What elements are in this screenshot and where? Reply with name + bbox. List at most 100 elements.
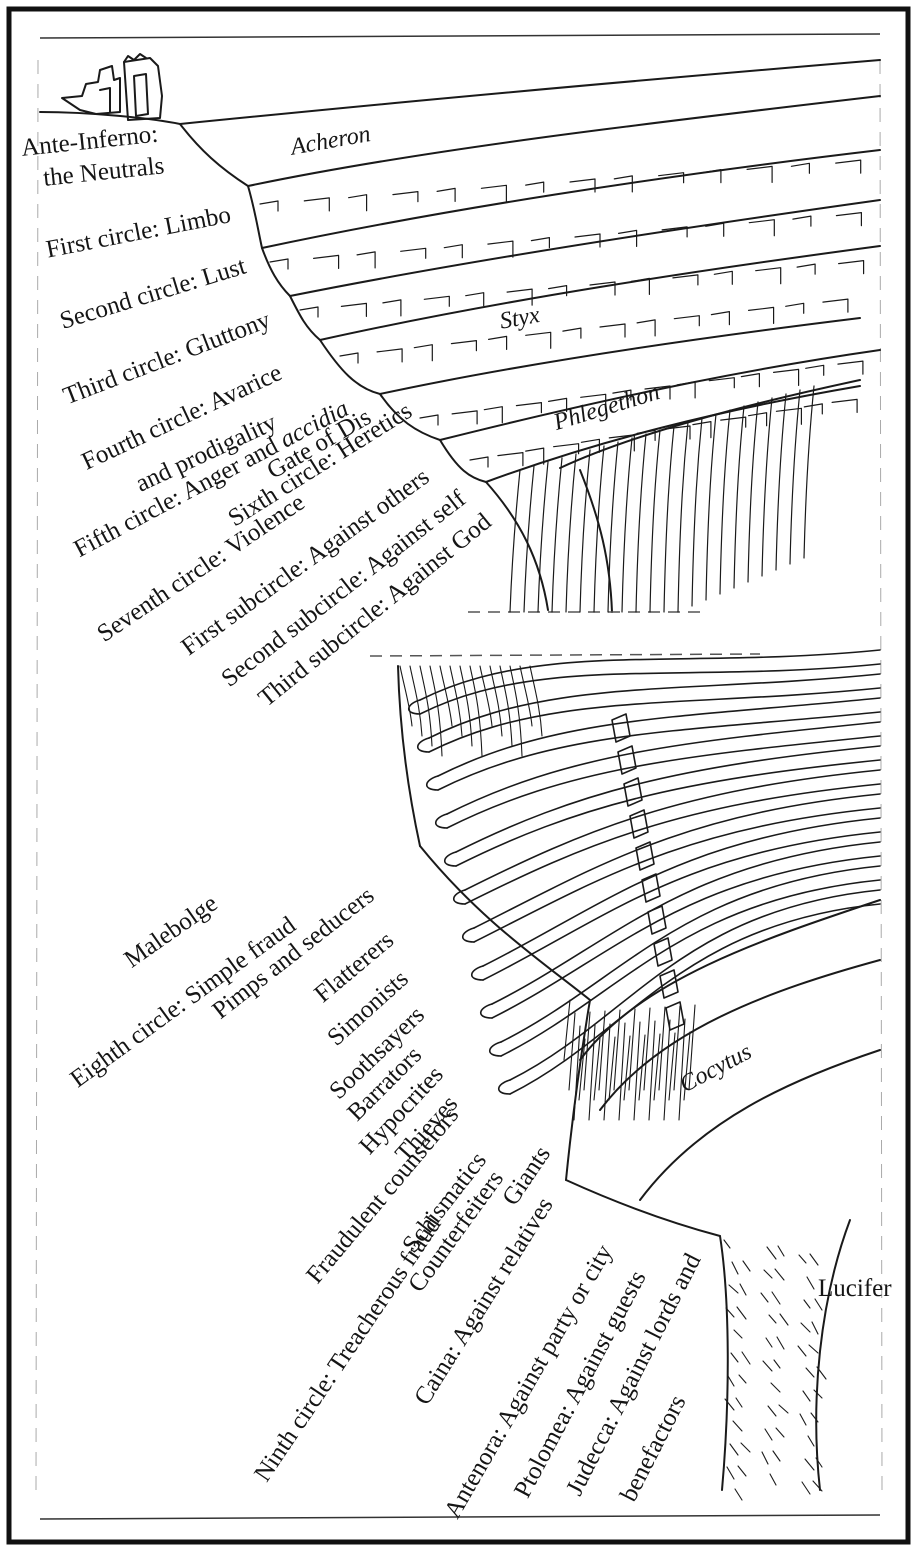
terrace-stroke [741,374,759,387]
terrace-stroke [401,248,426,258]
lucifer-stroke [732,1262,738,1274]
terrace-stroke [488,241,513,257]
bolgia-ring [465,770,880,890]
terrace-stroke [481,185,506,201]
cliff-stroke [706,414,716,600]
pit-wall-stroke [619,1023,625,1120]
terrace-stroke [349,195,367,211]
bridge [630,810,648,838]
bolgia-ring [456,746,880,852]
pit-wall-stroke [664,1020,670,1120]
cliff-stroke [734,406,744,588]
pit-wall-stroke [564,1000,570,1060]
lucifer-stroke [728,1376,734,1386]
terrace-stroke [300,307,318,317]
bolgia-ring [474,794,880,928]
cliff-stroke [748,402,758,582]
terrace-stroke [804,404,822,414]
cliff-stroke [510,470,520,612]
cliff-stroke [790,390,800,564]
pit-wall-stroke [609,1037,615,1100]
pit-wall-stroke [649,1021,655,1120]
terrace-stroke [340,353,358,363]
lucifer-stroke [733,1421,742,1431]
bolgia-ring [420,650,880,700]
lucifer-stroke [768,1406,776,1416]
pit-wall-stroke [594,1038,600,1100]
bridge [666,1002,684,1030]
lucifer-stroke [798,1346,806,1356]
terrace-stroke [304,198,329,211]
cliff-stroke [650,430,660,612]
terrace-stroke [260,201,278,211]
terrace-stroke [563,328,581,338]
bolgia-mouth [490,1042,501,1056]
lucifer-stroke [735,1489,742,1500]
bolgia-ring-inner [456,760,880,866]
terrace-stroke [452,411,477,424]
lucifer-stroke [736,1398,742,1407]
top-rule [40,34,880,38]
terrace-stroke [437,188,455,201]
terrace-stroke [838,361,863,374]
bridge [624,778,642,806]
lucifer-stroke [776,1428,784,1437]
terrace-stroke [786,303,804,313]
lucifer-stroke [771,1383,780,1392]
terrace-stroke [498,453,523,466]
terrace-stroke [357,252,375,268]
lucifer-stroke [740,1284,746,1295]
terrace-stroke [832,399,857,412]
lucifer-stroke [806,1368,814,1377]
terrace-stroke [470,457,488,467]
cliff-stroke [636,434,646,612]
bolgia-mouth [436,814,447,828]
terrace-stroke [793,216,811,226]
terrace-stroke [674,316,699,326]
bolgia-ring-inner [447,736,880,828]
bolgia-mouth [454,890,465,904]
terrace-stroke [526,448,544,464]
terrace-stroke [414,345,432,361]
lucifer-stroke [803,1391,810,1401]
bolgia-ring [501,866,880,1042]
terrace-stroke [341,303,366,316]
label-lucifer: Lucifer [818,1276,892,1301]
bridge [660,970,678,998]
lucifer-stroke [778,1246,784,1256]
pit-wall-stroke [599,1011,605,1090]
terrace-stroke [823,299,848,312]
terrace-stroke [270,259,288,269]
terrace-stroke [836,160,861,173]
terrace-stroke [451,341,476,351]
terrace-stroke [424,296,449,306]
terrace-stroke [714,271,732,284]
lucifer-stroke [801,1323,810,1332]
lucifer-stroke [764,1270,772,1278]
terrace-stroke [703,170,721,183]
terrace-stroke [806,365,824,375]
lucifer-stroke [724,1240,730,1248]
terrace-stroke [444,245,462,258]
lucifer-stroke [773,1451,780,1461]
terrace-stroke [516,403,541,413]
lucifer-stroke [804,1300,810,1308]
terrace-stroke [393,192,418,202]
terrace-stroke [637,320,655,336]
lucifer-stroke [765,1429,772,1440]
terrace-stroke [377,349,402,362]
lucifer-stroke [770,1474,776,1485]
lucifer-stroke [809,1345,818,1353]
bolgia-mouth [445,852,456,866]
lucifer-stroke [774,1360,780,1368]
lucifer-stroke [727,1467,734,1479]
lucifer-stroke [780,1314,788,1325]
cliff-stroke [552,458,562,612]
bolgia-ring-inner [501,880,880,1056]
terrace-stroke [466,293,484,306]
pit-wall-stroke [589,1025,595,1120]
cliff-stroke [804,386,814,558]
left-rule [36,60,38,1490]
terrace-stroke [749,307,774,323]
pit-wall-stroke [604,1024,610,1120]
